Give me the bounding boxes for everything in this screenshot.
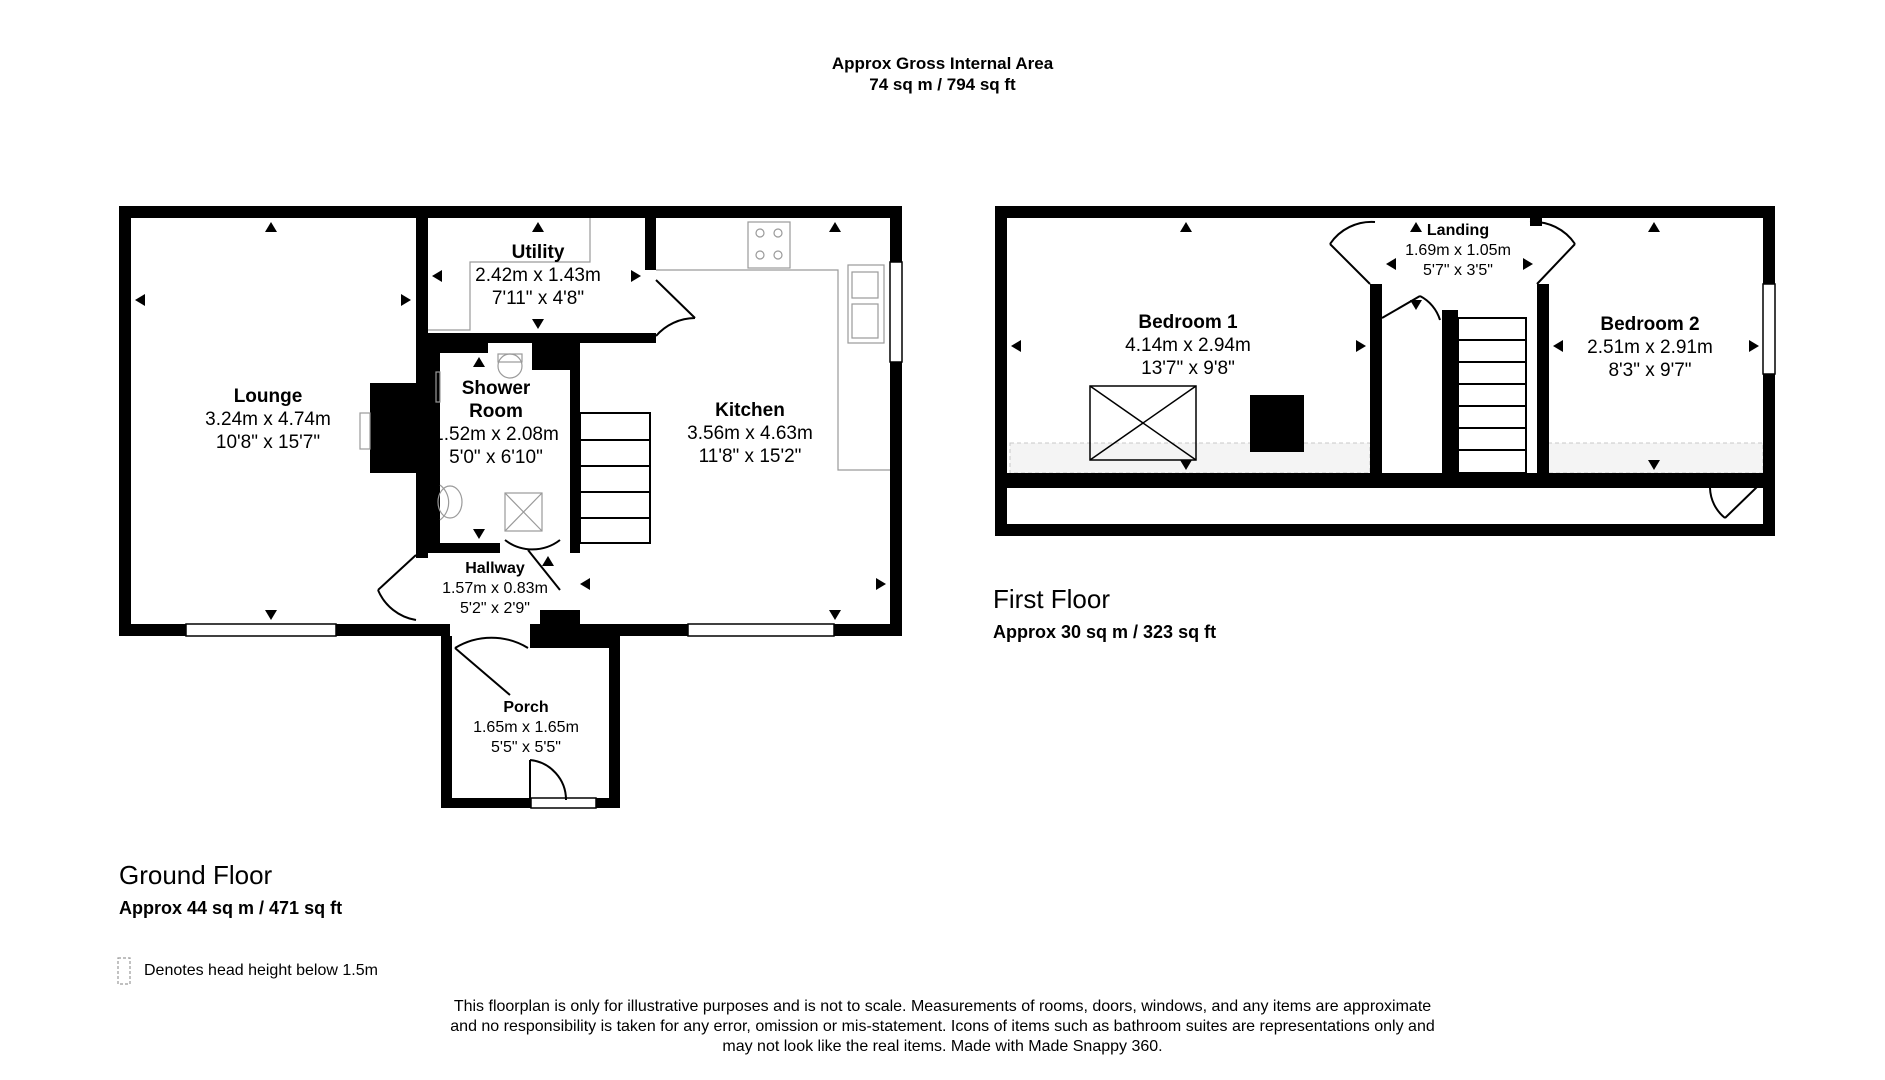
ground-floor-fixtures (359, 218, 890, 532)
ground-floor-stairs (579, 412, 651, 544)
porch-imperial: 5'5" x 5'5" (491, 739, 561, 756)
room-label-bedroom-2: Bedroom 2 2.51m x 2.91m 8'3" x 9'7" (1587, 314, 1713, 381)
room-label-shower-room: Shower Room 1.52m x 2.08m 5'0" x 6'10" (433, 378, 559, 468)
first-floor-doors (1329, 220, 1759, 519)
lounge-name: Lounge (234, 386, 303, 407)
first-floor-area: Approx 30 sq m / 323 sq ft (993, 622, 1216, 642)
shower-name-line1: Shower (462, 378, 531, 399)
bedroom2-imperial: 8'3" x 9'7" (1608, 360, 1691, 381)
room-label-kitchen: Kitchen 3.56m x 4.63m 11'8" x 15'2" (687, 400, 813, 467)
bedroom1-imperial: 13'7" x 9'8" (1141, 358, 1235, 379)
lounge-metric: 3.24m x 4.74m (205, 409, 331, 430)
first-floor-dimension-arrows (1011, 222, 1759, 470)
kitchen-metric: 3.56m x 4.63m (687, 423, 813, 444)
ground-floor-interior-walls (370, 218, 656, 624)
landing-metric: 1.69m x 1.05m (1405, 242, 1511, 259)
ground-floor-area: Approx 44 sq m / 471 sq ft (119, 898, 342, 918)
hallway-name: Hallway (465, 560, 525, 577)
gross-area-value: 74 sq m / 794 sq ft (869, 75, 1016, 94)
head-height-zone (1009, 442, 1764, 474)
ground-floor-windows (185, 261, 903, 809)
porch-metric: 1.65m x 1.65m (473, 719, 579, 736)
first-floor-plan (995, 206, 1776, 536)
ground-floor-doors (377, 279, 696, 801)
first-floor-interior-walls (1250, 218, 1549, 473)
ground-floor-title: Ground Floor (119, 860, 273, 890)
room-label-porch: Porch 1.65m x 1.65m 5'5" x 5'5" (473, 699, 579, 756)
gross-area-title: Approx Gross Internal Area (831, 54, 1054, 73)
first-floor-stairs (1457, 317, 1527, 474)
shower-imperial: 5'0" x 6'10" (449, 447, 543, 468)
kitchen-imperial: 11'8" x 15'2" (699, 446, 802, 467)
disclaimer-line-1: This floorplan is only for illustrative … (453, 998, 1432, 1015)
hallway-imperial: 5'2" x 2'9" (460, 600, 530, 617)
hallway-metric: 1.57m x 0.83m (442, 580, 548, 597)
landing-name: Landing (1427, 222, 1489, 239)
utility-name: Utility (512, 242, 565, 263)
lounge-imperial: 10'8" x 15'7" (216, 432, 320, 453)
first-floor-title: First Floor (993, 584, 1110, 614)
first-floor-windows (1762, 283, 1776, 375)
room-label-hallway: Hallway 1.57m x 0.83m 5'2" x 2'9" (442, 560, 548, 617)
disclaimer-line-3: may not look like the real items. Made w… (722, 1038, 1163, 1055)
shower-name-line2: Room (469, 401, 523, 422)
room-label-utility: Utility 2.42m x 1.43m 7'11" x 4'8" (475, 242, 601, 309)
landing-imperial: 5'7" x 3'5" (1423, 262, 1493, 279)
bedroom1-metric: 4.14m x 2.94m (1125, 335, 1251, 356)
utility-imperial: 7'11" x 4'8" (492, 288, 584, 309)
porch-name: Porch (503, 699, 548, 716)
roof-window (1089, 385, 1197, 461)
room-label-lounge: Lounge 3.24m x 4.74m 10'8" x 15'7" (205, 386, 331, 453)
ground-floor-plan (119, 206, 903, 809)
head-height-legend-icon (117, 957, 131, 985)
bedroom2-metric: 2.51m x 2.91m (1587, 337, 1713, 358)
room-label-bedroom-1: Bedroom 1 4.14m x 2.94m 13'7" x 9'8" (1125, 312, 1251, 379)
utility-metric: 2.42m x 1.43m (475, 265, 601, 286)
bedroom2-name: Bedroom 2 (1600, 314, 1699, 335)
room-label-landing: Landing 1.69m x 1.05m 5'7" x 3'5" (1405, 222, 1511, 279)
kitchen-name: Kitchen (715, 400, 785, 421)
bedroom1-name: Bedroom 1 (1138, 312, 1238, 333)
head-height-legend-text: Denotes head height below 1.5m (144, 962, 378, 979)
shower-metric: 1.52m x 2.08m (433, 424, 559, 445)
disclaimer-line-2: and no responsibility is taken for any e… (450, 1018, 1435, 1035)
ground-floor-dimension-arrows (135, 222, 886, 620)
